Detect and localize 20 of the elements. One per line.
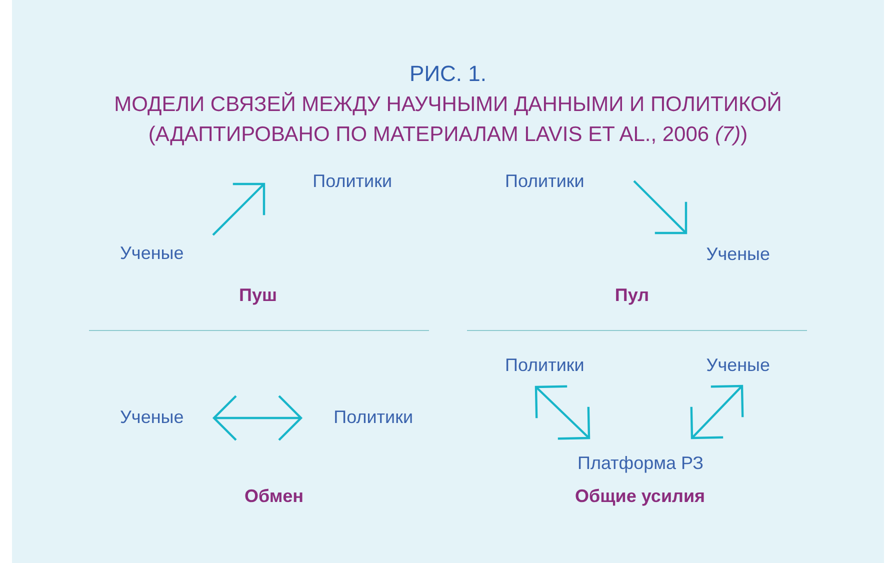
arrow bbox=[212, 182, 266, 236]
model-name: Пуш bbox=[239, 284, 277, 306]
arrow bbox=[212, 394, 302, 442]
node-label: Политики bbox=[505, 170, 584, 192]
node-label: Ученые bbox=[120, 406, 184, 428]
node-label: Ученые bbox=[706, 243, 770, 265]
figure-title: МОДЕЛИ СВЯЗЕЙ МЕЖДУ НАУЧНЫМИ ДАННЫМИ И ПОЛИТИКОЙ (АДАПТИРОВАНО ПО МАТЕРИАЛАМ LAVIS ET AL., 2006 (7)) bbox=[113, 91, 783, 148]
node-label: Ученые bbox=[120, 242, 184, 264]
model-name: Общие усилия bbox=[574, 485, 706, 507]
model-name: Пул bbox=[614, 284, 650, 306]
model-name: Обмен bbox=[244, 485, 304, 507]
arrow bbox=[534, 385, 590, 440]
arrow bbox=[690, 384, 744, 440]
node-label: Политики bbox=[312, 170, 392, 192]
node-label: Ученые bbox=[706, 354, 770, 376]
figure-number: РИС. 1. bbox=[408, 60, 488, 88]
node-label: Политики bbox=[505, 354, 584, 376]
node-label: Политики bbox=[334, 406, 413, 428]
node-label: Платформа РЗ bbox=[578, 452, 704, 474]
arrow bbox=[633, 180, 688, 234]
